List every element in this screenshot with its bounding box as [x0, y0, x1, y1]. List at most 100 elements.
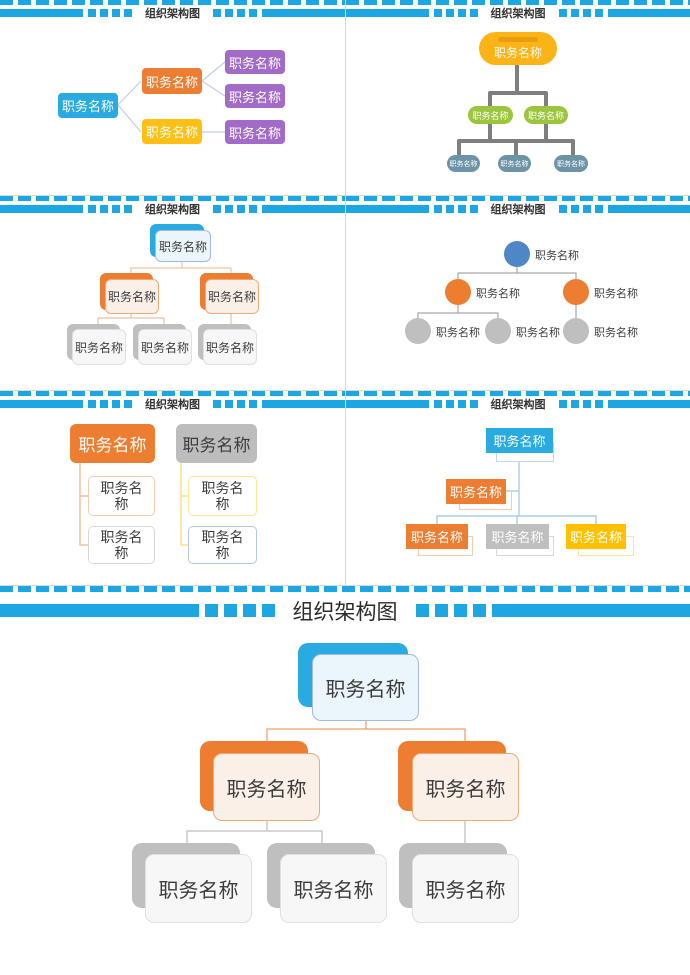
node-label: 职务名称 — [535, 249, 579, 262]
org-node: 职务名称 — [188, 526, 257, 564]
main-panel: 组织架构图 职务名称 职务名称 职务名称 职务名称 职务名称 职务名称 — [0, 585, 690, 975]
header-bar — [346, 205, 429, 213]
org-node: 职务名称 — [406, 524, 468, 549]
org-node: 职务名称 — [188, 476, 257, 516]
header-bar — [607, 9, 690, 17]
header-bar — [0, 604, 199, 617]
circle-node — [445, 279, 471, 305]
panel-title: 组织架构图 — [490, 399, 546, 411]
org-node: 职务名称 — [105, 279, 159, 314]
dash-squares-icon — [433, 400, 478, 408]
header-bar — [0, 400, 83, 408]
node-label: 职务名称 — [594, 287, 638, 300]
org-node: 职务名称 — [88, 526, 155, 564]
pill-highlight — [498, 37, 538, 42]
org-node: 职务名称 — [312, 654, 419, 721]
node-label: 职务名称 — [516, 326, 560, 339]
panel-3-thumbnail[interactable]: 组织架构图 职务名称 职务名称 职务名称 职务名称 职务名称 职务名称 — [0, 195, 345, 390]
org-node: 职务名称 — [412, 854, 519, 923]
panel-title: 组织架构图 — [490, 8, 546, 20]
dash-decoration — [346, 391, 690, 396]
dash-decoration — [346, 0, 690, 5]
panel-6-thumbnail[interactable]: 组织架构图 职务名称 职务名称 职务名称 职务名称 职务名称 — [345, 390, 690, 585]
circle-node — [563, 279, 589, 305]
circle-node — [485, 318, 511, 344]
dash-decoration — [0, 391, 345, 396]
header-bar — [0, 205, 83, 213]
connector-lines — [117, 61, 226, 133]
dash-decoration — [0, 0, 345, 5]
dash-squares-icon — [433, 9, 478, 17]
dash-squares-icon — [558, 400, 603, 408]
panel-title: 组织架构图 — [145, 8, 200, 20]
header-bar — [607, 205, 690, 213]
panel-header: 组织架构图 — [0, 399, 345, 411]
panel-title: 组织架构图 — [145, 399, 200, 411]
dash-decoration — [0, 586, 690, 592]
panel-5-thumbnail[interactable]: 组织架构图 职务名称 职务名称 职务名称 职务名称 职务名称 职务名称 — [0, 390, 345, 585]
org-node: 职务名称 — [142, 68, 202, 94]
header-bar — [262, 9, 345, 17]
panel-header: 组织架构图 — [346, 8, 690, 20]
org-node: 职务名称 — [554, 155, 588, 172]
org-node: 职务名称 — [145, 854, 252, 923]
node-label: 职务名称 — [594, 326, 638, 339]
dash-squares-icon — [213, 205, 257, 213]
header-bar — [346, 9, 429, 17]
org-node: 职务名称 — [155, 230, 211, 262]
org-node: 职务名称 — [203, 329, 257, 365]
org-node: 职务名称 — [412, 753, 519, 821]
org-node: 职务名称 — [524, 106, 568, 124]
org-node: 职务名称 — [280, 854, 387, 923]
dash-squares-icon — [213, 9, 257, 17]
header-bar — [607, 400, 690, 408]
org-node: 职务名称 — [142, 119, 202, 144]
dash-squares-icon — [558, 9, 603, 17]
org-node: 职务名称 — [447, 155, 480, 172]
header-bar — [0, 9, 83, 17]
panel-header: 组织架构图 — [0, 601, 690, 624]
dash-squares-icon — [204, 604, 275, 617]
org-node: 职务名称 — [225, 84, 285, 108]
org-node: 职务名称 — [486, 524, 549, 549]
org-node: 职务名称 — [566, 524, 626, 549]
panel-title: 组织架构图 — [145, 204, 200, 216]
dash-squares-icon — [88, 400, 132, 408]
panel-1-thumbnail[interactable]: 组织架构图 职务名称 职务名称 职务名称 职务名称 职务名称 职务名称 — [0, 0, 345, 195]
node-label: 职务名称 — [476, 287, 520, 300]
org-node: 职务名称 — [225, 50, 285, 74]
header-bar — [262, 400, 345, 408]
org-node: 职务名称 — [225, 120, 285, 144]
panel-header: 组织架构图 — [346, 204, 690, 216]
org-node: 职务名称 — [72, 329, 126, 365]
org-node: 职务名称 — [498, 155, 531, 172]
panel-header: 组织架构图 — [0, 8, 345, 20]
connector-lines — [436, 453, 597, 524]
panel-4-thumbnail[interactable]: 组织架构图 职务名称 职务名称 职务名称 职务名称 职务名称 职务名称 — [345, 195, 690, 390]
org-node: 职务名称 — [138, 329, 192, 365]
circle-node — [563, 318, 589, 344]
panel-2-thumbnail[interactable]: 组织架构图 职务名称 职务名称 职务名称 职务名称 职务名称 职务名称 — [345, 0, 690, 195]
dash-squares-icon — [88, 205, 132, 213]
dash-decoration — [0, 196, 345, 201]
org-node: 职务名称 — [213, 753, 320, 821]
page-title: 组织架构图 — [292, 600, 398, 624]
circle-node — [504, 241, 530, 267]
org-node: 职务名称 — [176, 424, 257, 463]
dash-squares-icon — [88, 9, 132, 17]
header-bar — [346, 400, 429, 408]
circle-node — [405, 318, 431, 344]
dash-squares-icon — [558, 205, 603, 213]
org-node: 职务名称 — [58, 93, 118, 118]
connector-lines — [97, 262, 232, 329]
header-bar — [262, 205, 345, 213]
dash-squares-icon — [415, 604, 486, 617]
org-node: 职务名称 — [88, 476, 155, 516]
dash-squares-icon — [213, 400, 257, 408]
connector-lines — [417, 267, 577, 318]
dash-decoration — [346, 196, 690, 201]
node-label: 职务名称 — [436, 326, 480, 339]
org-node: 职务名称 — [486, 428, 553, 453]
connector-lines — [79, 463, 188, 546]
